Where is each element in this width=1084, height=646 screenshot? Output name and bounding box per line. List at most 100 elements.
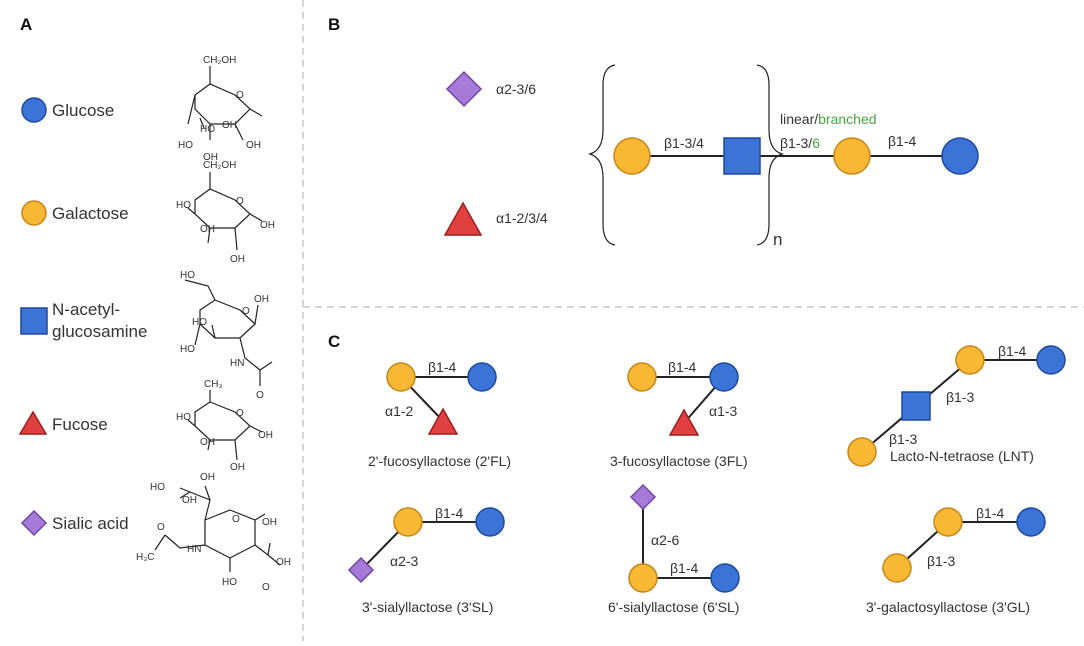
- glucose-circle: [710, 563, 740, 593]
- svg-text:OH: OH: [182, 495, 197, 506]
- link-gal-glcnac: β1-3/4: [664, 135, 704, 151]
- svg-text:α2-3: α2-3: [390, 553, 419, 569]
- repeat-unit-bracket: n: [587, 64, 785, 249]
- svg-text:α1-2: α1-2: [385, 403, 414, 419]
- svg-text:OH: OH: [258, 430, 273, 441]
- glcnac-square-icon: [20, 307, 48, 335]
- svg-text:α2-6: α2-6: [651, 532, 680, 548]
- hmo-3fl: β1-4 α1-3 3-fucosyllactose (3FL): [610, 359, 748, 469]
- hmo-lnt: β1-4 β1-3 β1-3 Lacto-N-tetraose (LNT): [847, 343, 1066, 467]
- legend-sialic-label: Sialic acid: [52, 514, 129, 533]
- svg-text:HN: HN: [187, 544, 201, 555]
- sialic-diamond-icon: [20, 509, 48, 537]
- panel-letter-a: A: [20, 15, 32, 34]
- glucose-circle: [467, 362, 497, 392]
- fucose-triangle-icon: [18, 410, 48, 435]
- svg-text:HO: HO: [192, 317, 207, 328]
- galactose-circle: [627, 362, 657, 392]
- svg-text:CH₃: CH₃: [204, 379, 223, 390]
- legend-glucose-label: Glucose: [52, 101, 114, 120]
- hmo-name-3gl: 3'-galactosyllactose (3'GL): [866, 599, 1030, 615]
- svg-text:OH: OH: [254, 294, 269, 305]
- svg-text:OH: OH: [276, 557, 291, 568]
- galactose-structure: CH₂OH HO O OH OH OH: [176, 160, 275, 265]
- panel-letter-b: B: [328, 15, 340, 34]
- svg-text:O: O: [232, 514, 240, 525]
- legend-galactose: Galactose: [21, 200, 129, 226]
- hmo-3gl: β1-4 β1-3 3'-galactosyllactose (3'GL): [866, 505, 1046, 615]
- panel-b-chain: β1-3/4 linear/branched β1-3/6 β1-4: [613, 111, 979, 175]
- svg-text:β1-3: β1-3: [927, 553, 956, 569]
- svg-text:OH: OH: [203, 152, 218, 163]
- glcnac-structure: HO O OH HO HO HN O: [180, 270, 273, 401]
- svg-text:OH: OH: [260, 220, 275, 231]
- fucose-linkage-label: α1-2/3/4: [496, 210, 548, 226]
- svg-text:HN: HN: [230, 358, 244, 369]
- hmo-name-6sl: 6'-sialyllactose (6'SL): [608, 599, 739, 615]
- galactose-circle: [955, 345, 985, 375]
- svg-text:O: O: [262, 582, 270, 593]
- link-gal-glc: β1-4: [888, 133, 917, 149]
- glcnac-square: [901, 391, 931, 421]
- panel-b-modifiers: α2-3/6 α1-2/3/4: [443, 70, 548, 236]
- svg-text:HO: HO: [176, 200, 191, 211]
- galactose-circle: [386, 362, 416, 392]
- svg-text:H₃C: H₃C: [136, 552, 155, 563]
- glucose-circle: [1036, 345, 1066, 375]
- svg-text:HO: HO: [200, 124, 215, 135]
- svg-text:O: O: [242, 306, 250, 317]
- svg-text:β1-4: β1-4: [976, 505, 1005, 521]
- glcnac-square: [723, 137, 761, 175]
- hmo-name-2fl: 2'-fucosyllactose (2'FL): [368, 453, 511, 469]
- svg-text:HO: HO: [176, 412, 191, 423]
- branched-label: branched: [818, 111, 876, 127]
- svg-text:OH: OH: [222, 120, 237, 131]
- svg-text:OH: OH: [230, 254, 245, 265]
- glucose-structure: CH₂OH O HO OH HO OH OH: [178, 55, 263, 163]
- link-glcnac-gal-b: 6: [812, 135, 820, 151]
- glucose-circle: [475, 507, 505, 537]
- svg-text:O: O: [236, 196, 244, 207]
- hmo-3sl: β1-4 α2-3 3'-sialyllactose (3'SL): [347, 505, 505, 615]
- galactose-circle: [882, 553, 912, 583]
- hmo-2fl: β1-4 α1-2 2'-fucosyllactose (2'FL): [368, 359, 511, 469]
- hmo-name-lnt: Lacto-N-tetraose (LNT): [890, 448, 1034, 464]
- hmo-name-3fl: 3-fucosyllactose (3FL): [610, 453, 748, 469]
- svg-text:β1-3: β1-3: [889, 431, 918, 447]
- svg-text:α1-3: α1-3: [709, 403, 738, 419]
- galactose-circle: [393, 507, 423, 537]
- hmo-6sl: α2-6 β1-4 6'-sialyllactose (6'SL): [608, 483, 740, 615]
- hmo-name-3sl: 3'-sialyllactose (3'SL): [362, 599, 493, 615]
- legend-galactose-label: Galactose: [52, 204, 129, 223]
- svg-text:HO: HO: [222, 577, 237, 588]
- svg-text:β1-3: β1-3: [946, 389, 975, 405]
- sialic-diamond: [629, 483, 657, 511]
- glucose-circle: [709, 362, 739, 392]
- svg-text:CH₂OH: CH₂OH: [203, 160, 236, 171]
- linear-label: linear/: [780, 111, 818, 127]
- galactose-circle: [613, 137, 651, 175]
- svg-text:β1-4: β1-4: [435, 505, 464, 521]
- svg-text:β1-4: β1-4: [998, 343, 1027, 359]
- svg-text:OH: OH: [200, 224, 215, 235]
- legend-glcnac: N-acetyl- glucosamine: [20, 300, 147, 341]
- svg-text:OH: OH: [246, 140, 261, 151]
- fucose-triangle: [427, 407, 459, 435]
- svg-text:OH: OH: [230, 462, 245, 473]
- link-glcnac-gal: β1-3/6: [780, 135, 820, 151]
- legend-glucose: Glucose: [21, 97, 114, 123]
- svg-text:β1-4: β1-4: [428, 359, 457, 375]
- panel-letter-c: C: [328, 332, 340, 351]
- svg-text:O: O: [256, 390, 264, 401]
- svg-text:O: O: [157, 522, 165, 533]
- legend-glcnac-label-line2: glucosamine: [52, 322, 147, 341]
- svg-text:HO: HO: [150, 482, 165, 493]
- linear-branched-label: linear/branched: [780, 111, 877, 127]
- svg-text:HO: HO: [180, 344, 195, 355]
- sialic-linkage-label: α2-3/6: [496, 81, 536, 97]
- legend-glcnac-label-line1: N-acetyl-: [52, 300, 120, 319]
- sialic-acid-structure: HO OH OH HN O OH H₃C O HO OH O: [136, 472, 291, 593]
- svg-text:OH: OH: [262, 517, 277, 528]
- glucose-circle: [1016, 507, 1046, 537]
- fucose-structure: CH₃ O HO OH OH OH: [176, 379, 273, 473]
